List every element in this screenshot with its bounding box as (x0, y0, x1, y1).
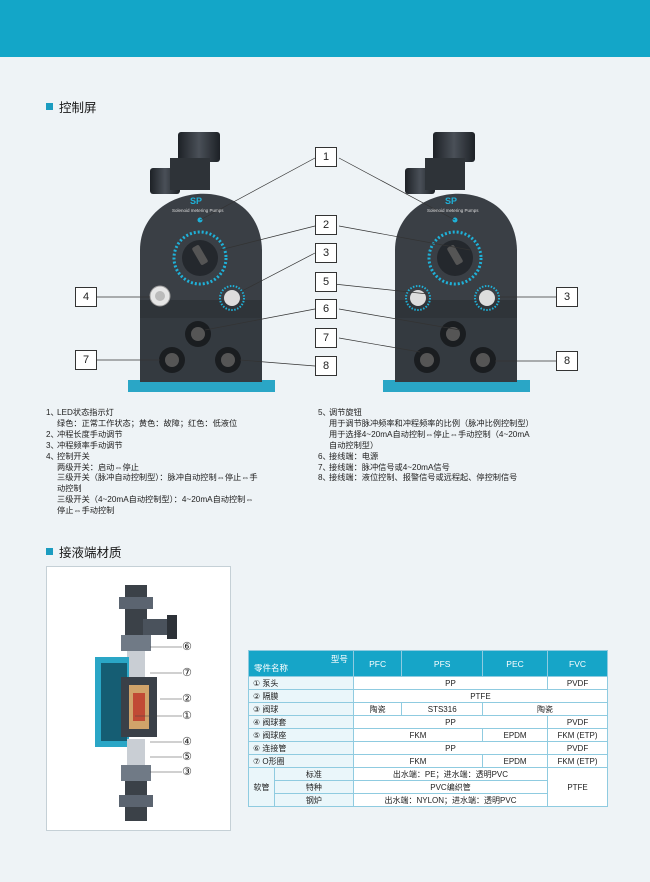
table-row: ③ 阀球 陶瓷 STS316 陶瓷 (248, 702, 608, 716)
cross-section-label-1: ① (182, 710, 192, 722)
callout-8b: 8 (556, 351, 578, 371)
legend-left: 1、LED状态指示灯 绿色：正常工作状态；黄色：故障；红色：低液位 2、冲程长度… (46, 408, 258, 516)
callout-4: 4 (75, 287, 97, 307)
model-header: PEC (481, 650, 549, 677)
cross-section-label-5: ⑤ (182, 751, 192, 763)
cross-section-drawing (95, 585, 177, 821)
table-row: ⑦ O形圈 FKM EPDM FKM (ETP) (248, 754, 608, 768)
table-row: 钢炉 出水端：NYLON；进水端：透明PVC (249, 793, 608, 807)
model-header: PFS (401, 650, 483, 677)
top-banner (0, 0, 650, 57)
callout-2: 2 (315, 215, 337, 235)
pump-head-cross-section (46, 566, 231, 831)
brand-logo-right: SP (445, 196, 458, 206)
table-row: ⑥ 连接管 PP PVDF (248, 741, 608, 755)
callout-8: 8 (315, 356, 337, 376)
model-header: FVC (547, 650, 608, 677)
table-row: ② 隔膜 PTFE (248, 689, 609, 703)
callout-7: 7 (75, 350, 97, 370)
cross-section-label-4: ④ (182, 736, 192, 748)
model-text-right: Solenoid metering Pumps (427, 208, 479, 213)
callout-6: 6 (315, 299, 337, 319)
table-row: ⑤ 阀球座 FKM EPDM FKM (ETP) (248, 728, 608, 742)
bullet-square-icon (46, 548, 53, 555)
table-row: 软管 标准 出水端：PE；进水端：透明PVC PTFE (248, 767, 608, 807)
table-header-row: 型号 零件名称 PFC PFS PEC FVC (248, 650, 608, 677)
section-title-control-panel: 控制屏 (46, 97, 97, 116)
callout-3b: 3 (556, 287, 578, 307)
pump-illustration (97, 132, 556, 392)
pump-left (128, 132, 275, 392)
callout-lines (97, 157, 556, 367)
materials-table: 型号 零件名称 PFC PFS PEC FVC ① 泵头 PP PVDF ② 隔… (248, 650, 609, 807)
legend-right: 5、调节旋钮 用于调节脉冲频率和冲程频率的比例（脉冲比例控制型） 用于选择4~2… (318, 408, 534, 483)
cross-section-label-7: ⑦ (182, 667, 192, 679)
table-corner-cell: 型号 零件名称 (248, 650, 354, 677)
brand-logo-left: SP (190, 196, 203, 206)
section-title-wetted-materials: 接液端材质 (46, 542, 122, 561)
table-row: ④ 阀球套 PP PVDF (248, 715, 608, 729)
pump-right (383, 132, 530, 392)
cross-section-label-2: ② (182, 693, 192, 705)
cross-section-label-3: ③ (182, 766, 192, 778)
cross-section-label-6: ⑥ (182, 641, 192, 653)
callout-1: 1 (315, 147, 337, 167)
table-row: ① 泵头 PP PVDF (248, 676, 608, 690)
callout-3: 3 (315, 243, 337, 263)
callout-7b: 7 (315, 328, 337, 348)
callout-5: 5 (315, 272, 337, 292)
model-header: PFC (352, 650, 403, 677)
bullet-square-icon (46, 103, 53, 110)
model-text-left: Solenoid metering Pumps (172, 208, 224, 213)
